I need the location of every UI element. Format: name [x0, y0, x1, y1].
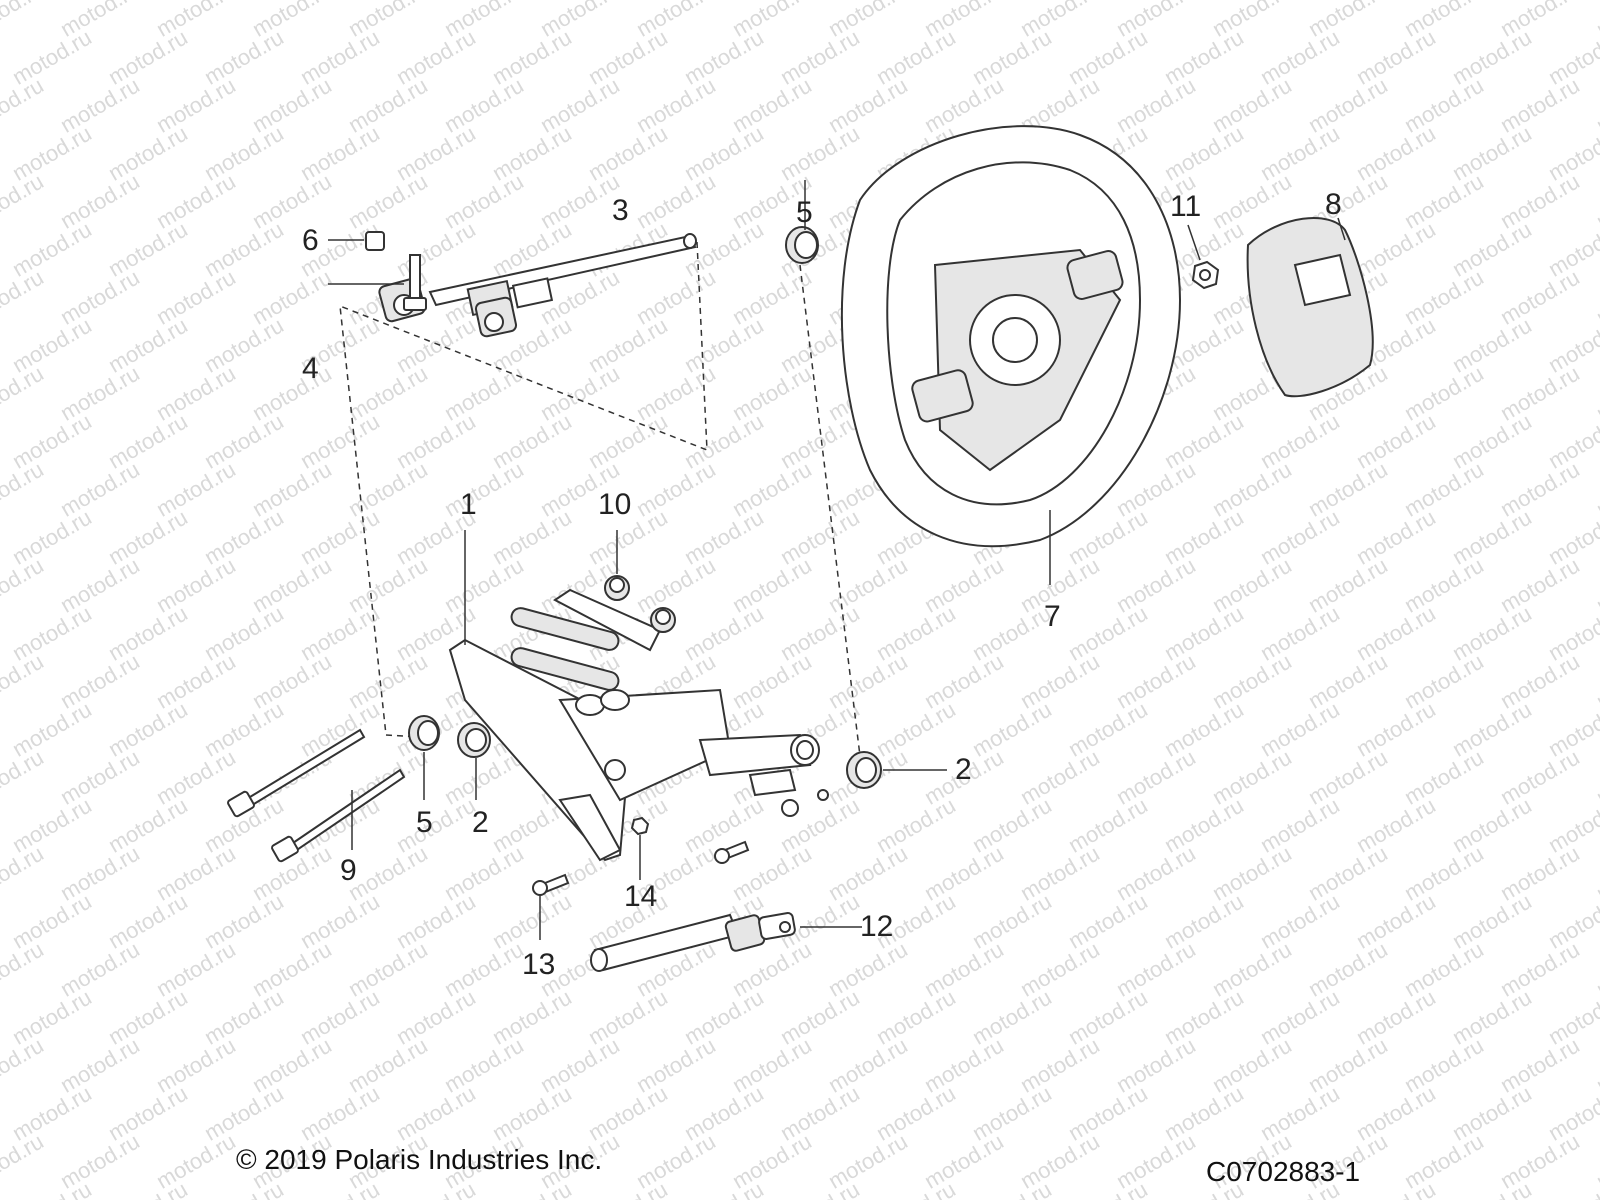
column-tube	[698, 733, 829, 817]
figure-id: C0702883-1	[1206, 1156, 1361, 1187]
callout-14: 14	[624, 880, 658, 913]
upper-bushing	[785, 180, 819, 264]
lower-shaft	[590, 912, 862, 972]
callout-2-right: 2	[955, 753, 972, 786]
callout-1: 1	[460, 488, 477, 521]
callout-4: 4	[302, 352, 319, 385]
callout-10: 10	[598, 488, 632, 521]
grommets	[604, 530, 676, 633]
callout-7: 7	[1044, 600, 1061, 633]
callout-11: 11	[1170, 190, 1202, 223]
callout-3: 3	[612, 194, 629, 227]
steering-shaft	[428, 233, 697, 317]
copyright-notice: © 2019 Polaris Industries Inc.	[236, 1144, 603, 1175]
callout-5-lower: 5	[416, 806, 433, 839]
callout-13: 13	[522, 948, 556, 981]
steering-wheel	[840, 125, 1182, 585]
callout-6: 6	[302, 224, 319, 257]
u-joint-nut	[328, 231, 385, 251]
center-cap	[1246, 217, 1374, 398]
lower-bushings	[408, 715, 947, 800]
small-bolts	[532, 840, 750, 940]
pinch-bolt	[328, 254, 427, 311]
callout-2-left: 2	[472, 806, 489, 839]
callout-8: 8	[1325, 188, 1342, 221]
callout-9: 9	[340, 854, 357, 887]
callout-12: 12	[860, 910, 894, 943]
small-nut	[630, 816, 650, 880]
wheel-nut	[1187, 224, 1220, 290]
long-bolts	[227, 728, 406, 863]
steering-bracket	[448, 530, 732, 862]
callout-5-upper: 5	[796, 196, 813, 229]
